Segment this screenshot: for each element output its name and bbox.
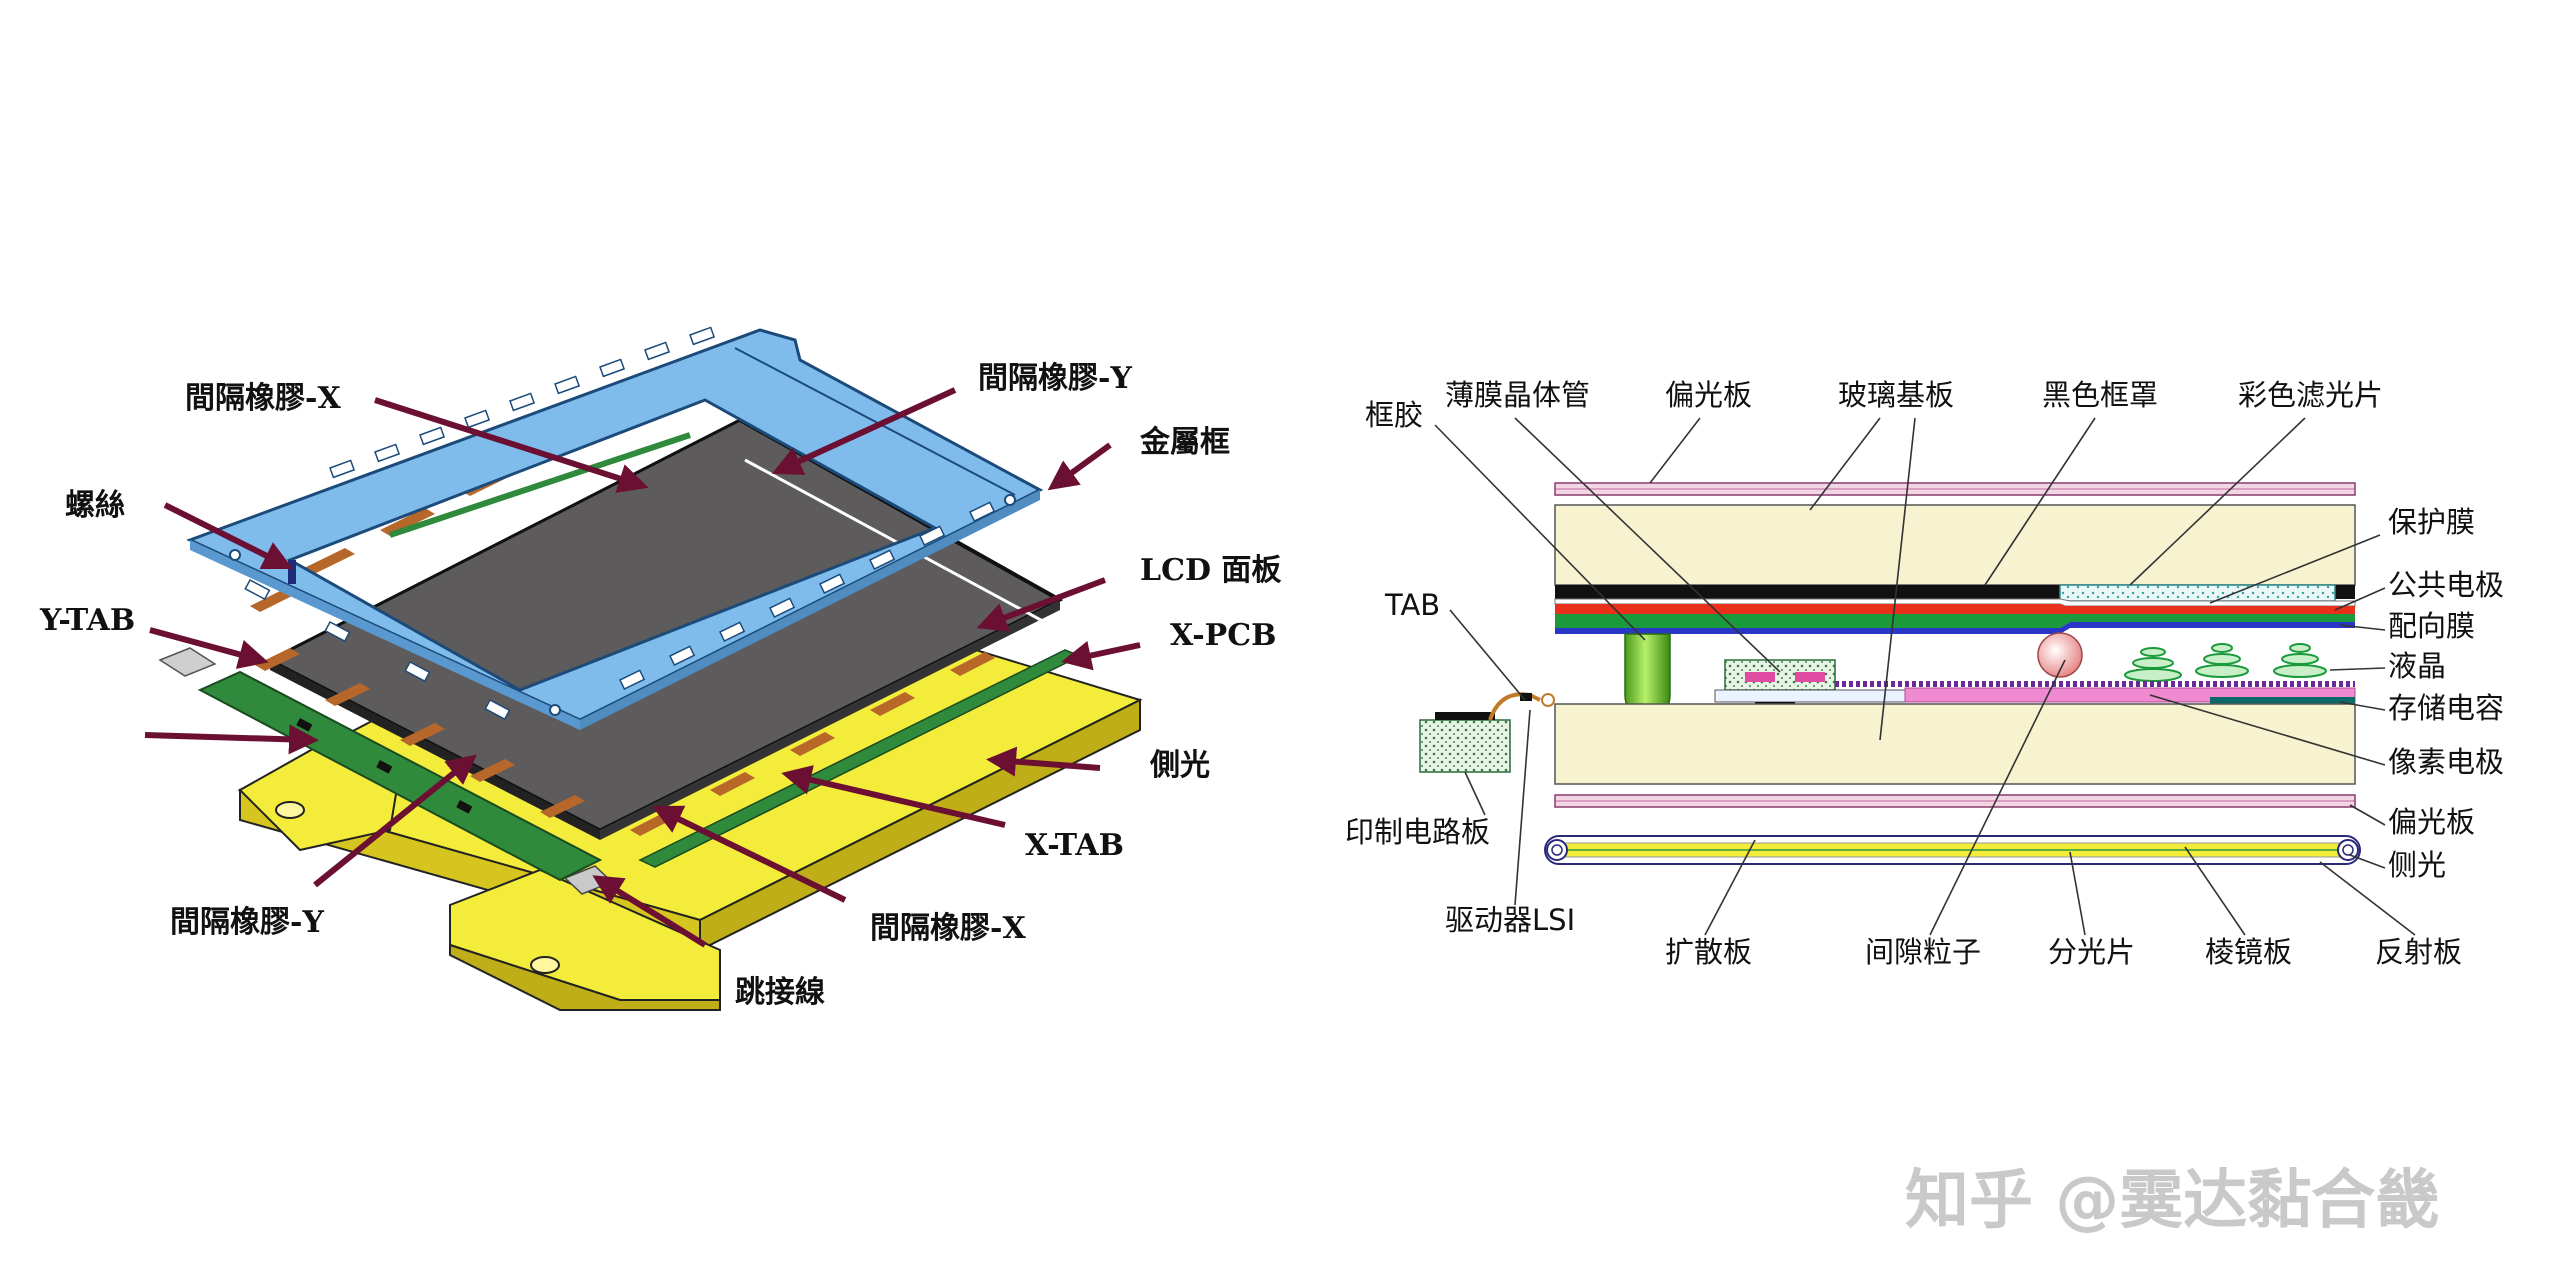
- pcb-and-driver: [1419, 692, 1555, 773]
- storage-capacitor: [2210, 697, 2355, 704]
- right-labels: 框胶 薄膜晶体管 偏光板 玻璃基板 黑色框罩 彩色滤光片 保护膜 公共电极 配向…: [1345, 378, 2504, 969]
- watermark: 知乎 @霙达黏合畿: [1905, 1164, 2439, 1238]
- backlight-unit: [1544, 835, 2361, 865]
- label-spacer-x-bottom: 間隔橡膠-X: [870, 911, 1026, 946]
- tft-structure: [1714, 659, 1906, 708]
- exploded-lcd-module: 間隔橡膠-X 間隔橡膠-Y 金屬框 螺絲 LCD 面板 Y-TAB X-PCB …: [39, 326, 1281, 1011]
- label-reflector: 反射板: [2375, 935, 2462, 969]
- label-side-light-right: 侧光: [2388, 848, 2446, 882]
- top-polarizer: [1554, 482, 2356, 496]
- label-x-tab: X-TAB: [1025, 828, 1124, 863]
- label-storage-capacitor: 存储电容: [2388, 691, 2504, 725]
- label-driver-lsi: 驱动器LSI: [1445, 903, 1575, 937]
- frame-glue-pillar: [1624, 633, 1671, 713]
- right-leader-lines: [1434, 417, 2416, 936]
- y-side-pad: [158, 647, 217, 677]
- label-color-filter: 彩色滤光片: [2238, 378, 2383, 412]
- label-y-tab: Y-TAB: [39, 603, 135, 638]
- screw-icon: [288, 560, 296, 584]
- label-pixel-electrode: 像素电极: [2388, 745, 2504, 779]
- common-electrode: [1555, 604, 2355, 614]
- label-alignment-film: 配向膜: [2388, 609, 2475, 643]
- black-matrix: [1555, 585, 2065, 599]
- bottom-polarizer: [1554, 794, 2356, 808]
- color-filter: [2059, 584, 2336, 602]
- top-glass: [1554, 504, 2356, 586]
- label-spacer-particle: 间隙粒子: [1865, 935, 1981, 969]
- label-frame-glue: 框胶: [1365, 398, 1423, 432]
- label-glass-substrate: 玻璃基板: [1838, 378, 1954, 412]
- label-metal-frame: 金屬框: [1139, 425, 1230, 460]
- left-leader-arrows: [144, 387, 1141, 948]
- label-side-light: 側光: [1149, 748, 1210, 783]
- label-pcb: 印制电路板: [1345, 815, 1490, 849]
- label-black-matrix: 黑色框罩: [2042, 378, 2158, 412]
- label-protective-film: 保护膜: [2388, 505, 2475, 539]
- label-diffuser: 扩散板: [1665, 935, 1752, 969]
- label-jumper: 跳接線: [735, 975, 825, 1010]
- label-spacer-x-top: 間隔橡膠-X: [185, 381, 341, 416]
- label-polarizer-top: 偏光板: [1665, 378, 1752, 412]
- lcd-cross-section: 框胶 薄膜晶体管 偏光板 玻璃基板 黑色框罩 彩色滤光片 保护膜 公共电极 配向…: [1345, 378, 2504, 969]
- label-screw: 螺絲: [65, 488, 125, 523]
- alignment-film-green: [1555, 614, 2355, 628]
- bottom-glass: [1554, 703, 2356, 785]
- liquid-crystal-molecules: [2124, 643, 2327, 682]
- label-prism-sheet: 棱镜板: [2205, 935, 2292, 969]
- label-light-splitter: 分光片: [2048, 935, 2135, 969]
- label-lcd-panel: LCD 面板: [1140, 553, 1281, 588]
- label-spacer-y-bottom: 間隔橡膠-Y: [170, 905, 324, 940]
- label-x-pcb: X-PCB: [1170, 618, 1276, 653]
- label-liquid-crystal: 液晶: [2388, 649, 2446, 683]
- label-polarizer-bottom: 偏光板: [2388, 805, 2475, 839]
- metal-frame: [186, 326, 1044, 730]
- spacer-particle: [2037, 632, 2083, 678]
- label-common-electrode: 公共电极: [2388, 568, 2504, 602]
- y-pcb: [197, 670, 603, 882]
- label-spacer-y-top: 間隔橡膠-Y: [978, 361, 1132, 396]
- label-tab: TAB: [1384, 588, 1440, 622]
- alignment-film-blue: [1555, 622, 2355, 634]
- label-tft: 薄膜晶体管: [1445, 378, 1590, 412]
- left-labels: 間隔橡膠-X 間隔橡膠-Y 金屬框 螺絲 LCD 面板 Y-TAB X-PCB …: [39, 361, 1281, 1010]
